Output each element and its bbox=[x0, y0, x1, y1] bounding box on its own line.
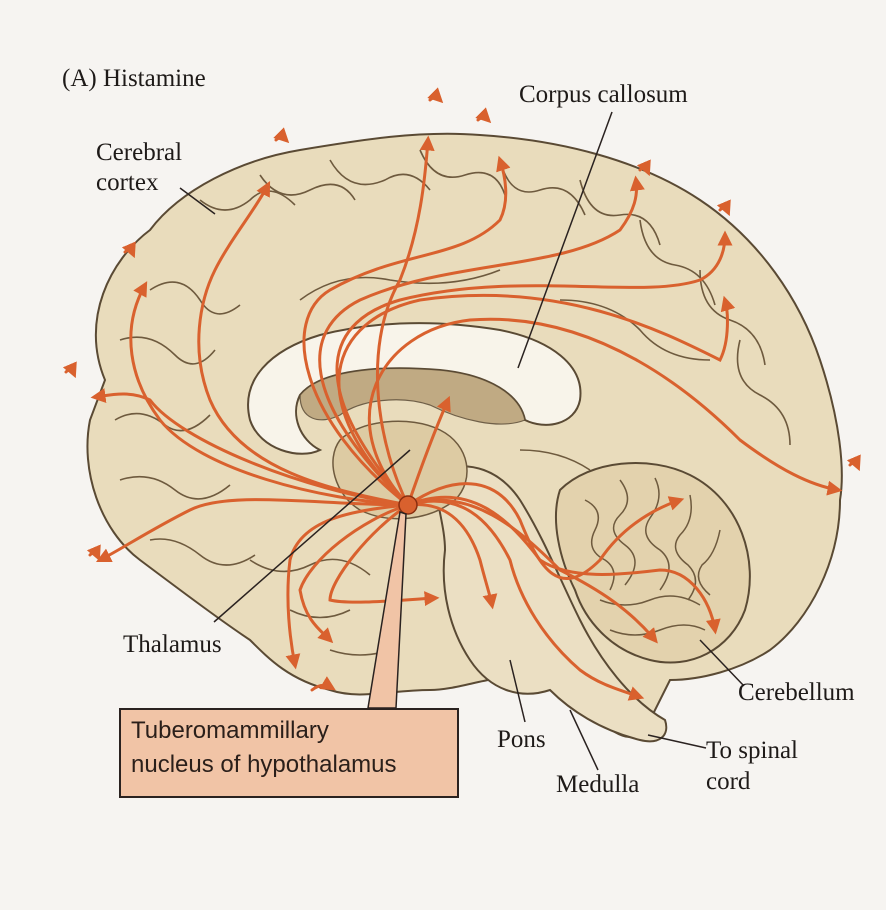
tmn-nucleus bbox=[399, 496, 417, 514]
label-spinal-line2: cord bbox=[706, 766, 798, 797]
label-spinal-line1: To spinal bbox=[706, 735, 798, 766]
label-cerebral-cortex-line2: cortex bbox=[96, 168, 182, 198]
label-thalamus: Thalamus bbox=[123, 630, 222, 660]
label-cerebral-cortex-line1: Cerebral bbox=[96, 138, 182, 168]
label-medulla: Medulla bbox=[556, 770, 639, 800]
label-pons: Pons bbox=[497, 725, 546, 755]
leader-spinal bbox=[648, 735, 706, 748]
label-tmn-line2: nucleus of hypothalamus bbox=[131, 748, 397, 782]
label-tmn: Tuberomammillary nucleus of hypothalamus bbox=[131, 714, 397, 781]
label-spinal-cord: To spinal cord bbox=[706, 735, 798, 798]
panel-title: (A) Histamine bbox=[62, 64, 206, 94]
label-cerebellum: Cerebellum bbox=[738, 678, 855, 708]
label-cerebral-cortex: Cerebral cortex bbox=[96, 138, 182, 198]
label-corpus-callosum: Corpus callosum bbox=[519, 80, 688, 110]
label-tmn-line1: Tuberomammillary bbox=[131, 714, 397, 748]
